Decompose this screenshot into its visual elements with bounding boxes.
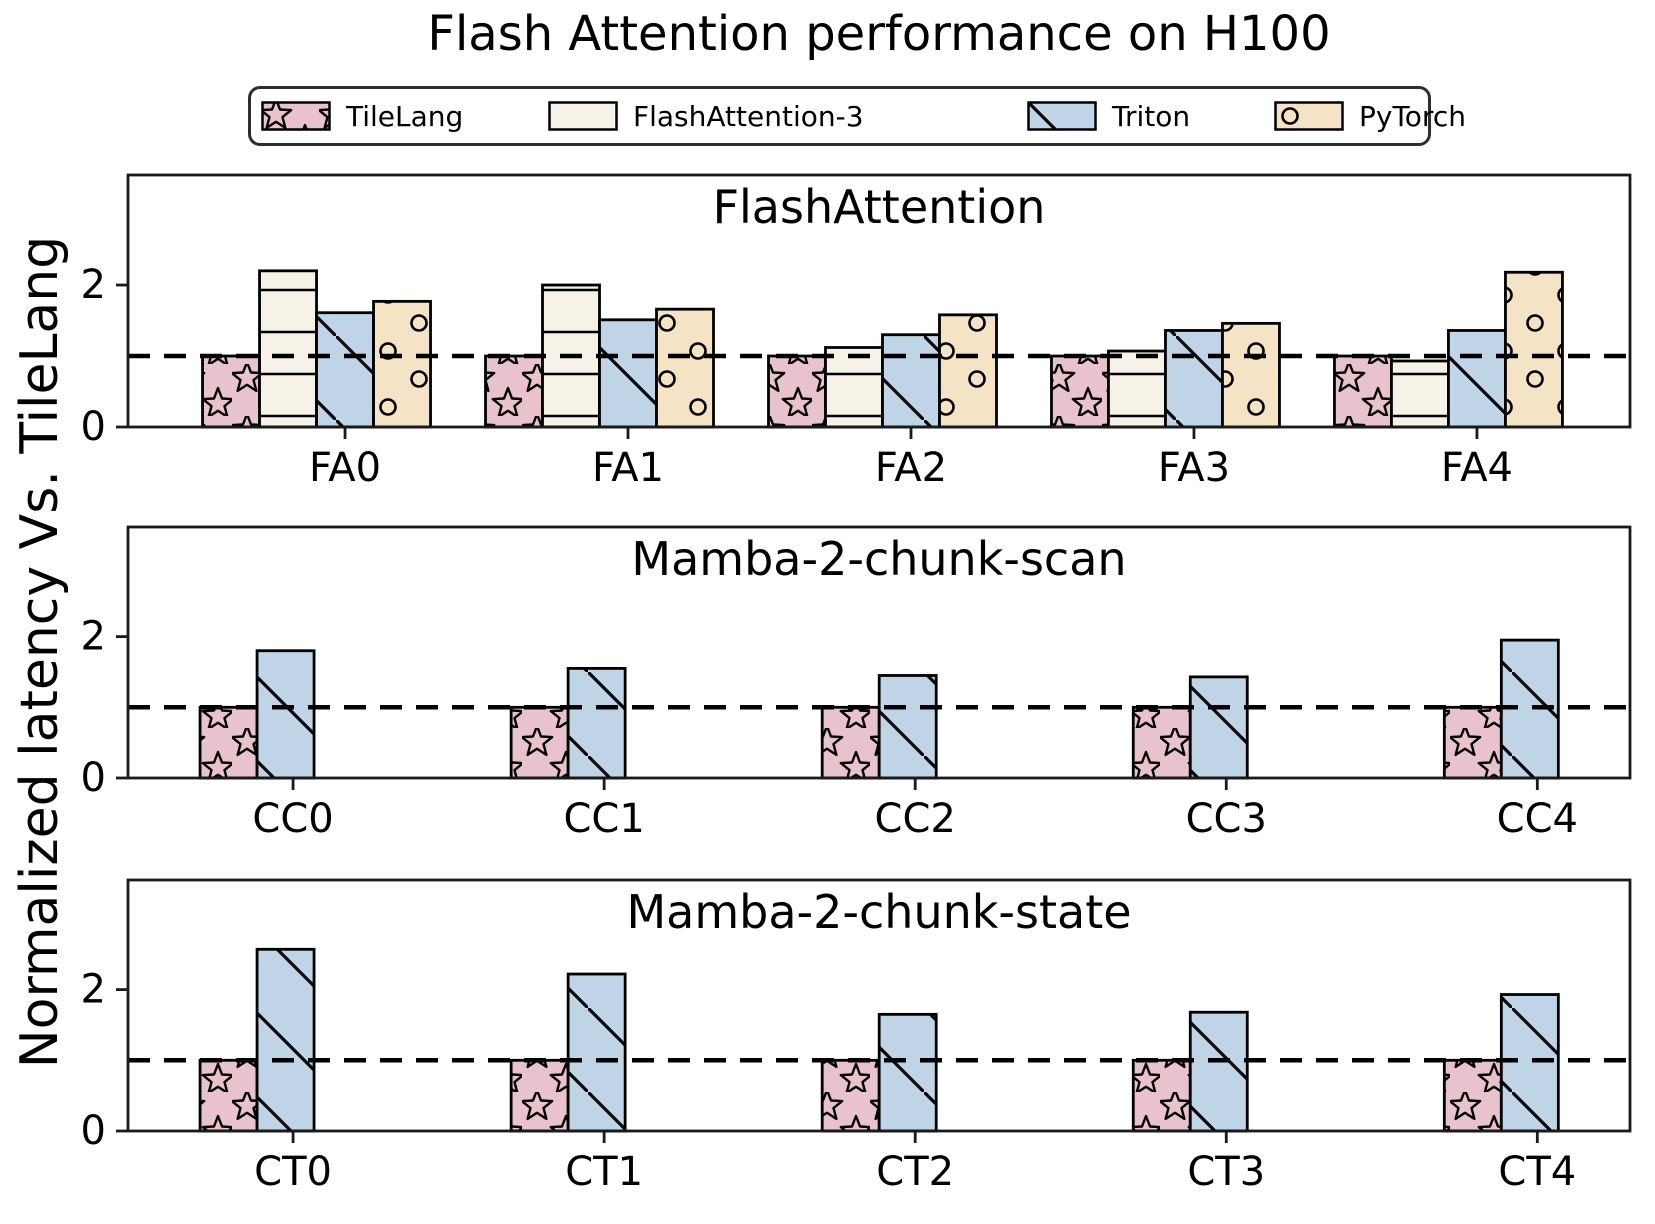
y-tick-label: 2 <box>81 262 106 308</box>
legend-item-flashattention3: FlashAttention-3 <box>548 89 864 143</box>
tilelang-swatch-icon <box>261 101 331 131</box>
bar-CC0-TileLang <box>198 705 259 780</box>
x-tick-label-FA1: FA1 <box>592 445 664 491</box>
bar-FA2-Triton <box>881 333 941 429</box>
bar-FA3-Triton <box>1164 329 1224 429</box>
x-tick-label-CC3: CC3 <box>1186 796 1267 842</box>
bar-CT4-TileLang <box>1442 1058 1503 1133</box>
subplot-title-mamba-2-chunk-scan: Mamba-2-chunk-scan <box>631 532 1127 586</box>
bar-CT2-Triton <box>877 1012 938 1133</box>
bar-FA0-Triton <box>315 311 375 429</box>
chart-title: Flash Attention performance on H100 <box>427 6 1331 62</box>
x-tick-label-CT0: CT0 <box>254 1149 332 1195</box>
bar-FA3-FlashAttention-3 <box>1107 349 1167 429</box>
bar-FA1-PyTorch <box>655 307 715 429</box>
bar-CC1-Triton <box>566 667 627 780</box>
axes-frame <box>126 525 1632 780</box>
x-tick-label-CC0: CC0 <box>252 796 333 842</box>
legend-label-pytorch: PyTorch <box>1359 99 1466 133</box>
bar-CT0-Triton <box>255 947 316 1133</box>
y-tick-label: 0 <box>81 755 106 801</box>
x-tick-label-CT1: CT1 <box>565 1149 643 1195</box>
subplot-title-flashattention: FlashAttention <box>712 180 1046 234</box>
bar-CC0-Triton <box>255 649 316 780</box>
bar-CT1-TileLang <box>509 1058 570 1133</box>
bar-FA4-PyTorch <box>1504 270 1564 429</box>
legend: TileLang FlashAttention-3 Triton PyTorch <box>248 86 1466 146</box>
x-tick-label-CT3: CT3 <box>1187 1149 1265 1195</box>
axes-frame <box>126 173 1632 429</box>
bar-CC2-TileLang <box>820 705 881 780</box>
bar-FA2-TileLang <box>767 354 827 429</box>
subplot-title-mamba-2-chunk-state: Mamba-2-chunk-state <box>626 885 1132 939</box>
x-tick-label-CT4: CT4 <box>1498 1149 1576 1195</box>
bar-CT3-TileLang <box>1131 1058 1192 1133</box>
bar-CC2-Triton <box>877 674 938 780</box>
bar-FA2-PyTorch <box>938 313 998 429</box>
bar-FA0-FlashAttention-3 <box>258 269 318 429</box>
bar-CT3-Triton <box>1188 1010 1249 1133</box>
x-tick-label-CC1: CC1 <box>563 796 644 842</box>
axes-frame <box>126 878 1632 1133</box>
bar-FA4-Triton <box>1447 329 1507 429</box>
pytorch-swatch-icon <box>1274 101 1344 131</box>
flashattention3-swatch-icon <box>548 101 618 131</box>
x-tick-label-CT2: CT2 <box>876 1149 954 1195</box>
triton-swatch-icon <box>1027 101 1097 131</box>
x-tick-label-FA2: FA2 <box>875 445 947 491</box>
legend-item-tilelang: TileLang <box>261 89 463 143</box>
y-tick-label: 2 <box>81 967 106 1013</box>
bar-CT1-Triton <box>566 972 627 1133</box>
bar-FA3-PyTorch <box>1221 321 1281 429</box>
y-tick-label: 2 <box>81 614 106 660</box>
bar-FA2-FlashAttention-3 <box>824 346 884 429</box>
bar-FA0-TileLang <box>201 354 261 429</box>
bar-CC3-TileLang <box>1131 705 1192 780</box>
legend-label-flashattention3: FlashAttention-3 <box>633 99 864 133</box>
legend-item-pytorch: PyTorch <box>1274 89 1466 143</box>
x-tick-label-FA4: FA4 <box>1441 445 1513 491</box>
bar-CT2-TileLang <box>820 1058 881 1133</box>
x-tick-label-CC4: CC4 <box>1497 796 1578 842</box>
bar-FA4-FlashAttention-3 <box>1390 359 1450 429</box>
legend-item-triton: Triton <box>1027 89 1190 143</box>
x-tick-label-CC2: CC2 <box>875 796 956 842</box>
legend-label-triton: Triton <box>1112 99 1191 133</box>
bar-CC3-Triton <box>1188 675 1249 780</box>
legend-label-tilelang: TileLang <box>346 99 464 133</box>
bar-FA3-TileLang <box>1050 354 1110 429</box>
bar-FA1-TileLang <box>484 354 544 429</box>
bar-CC1-TileLang <box>509 705 570 780</box>
bar-FA4-TileLang <box>1333 354 1393 429</box>
bar-CT4-Triton <box>1499 993 1560 1133</box>
x-tick-label-FA3: FA3 <box>1158 445 1230 491</box>
y-tick-label: 0 <box>81 1108 106 1154</box>
bar-CT0-TileLang <box>198 1058 259 1133</box>
bar-CC4-TileLang <box>1442 705 1503 780</box>
x-tick-label-FA0: FA0 <box>309 445 381 491</box>
bar-FA0-PyTorch <box>372 299 432 429</box>
bar-FA1-Triton <box>598 318 658 429</box>
y-tick-label: 0 <box>81 404 106 450</box>
